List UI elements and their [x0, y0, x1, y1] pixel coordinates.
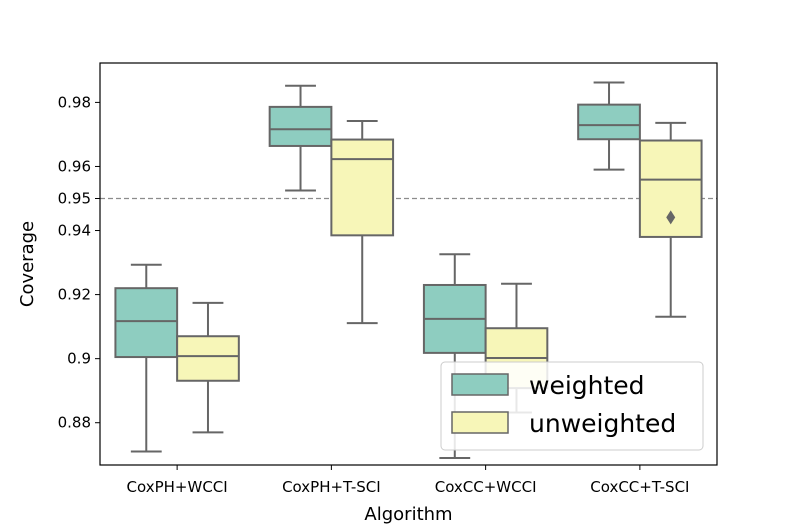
box-body — [114, 287, 179, 359]
box-unweighted — [638, 121, 703, 318]
x-tick-label: CoxPH+T-SCI — [282, 478, 381, 496]
box-unweighted — [176, 301, 240, 434]
box-weighted — [268, 84, 333, 192]
legend: weighted unweighted — [440, 361, 704, 451]
outlier-point — [666, 210, 676, 225]
x-axis-label: Algorithm — [364, 504, 452, 525]
legend-label-unweighted: unweighted — [529, 409, 676, 438]
box-weighted — [114, 263, 179, 453]
legend-swatch-unweighted — [451, 411, 509, 434]
box-body — [330, 138, 395, 237]
box-layer — [114, 81, 703, 459]
y-tick-label: 0.96 — [58, 157, 91, 175]
box-weighted — [422, 253, 487, 459]
legend-swatch-weighted — [451, 373, 509, 396]
y-tick-label: 0.92 — [58, 286, 91, 304]
plot-frame — [99, 62, 718, 466]
box-body — [577, 103, 641, 141]
y-tick-label: 0.94 — [58, 222, 91, 240]
legend-label-weighted: weighted — [529, 371, 645, 400]
x-tick-label: CoxCC+WCCI — [435, 478, 537, 496]
box-body — [268, 105, 333, 147]
y-axis-ticks: 0.88 0.9 0.92 0.94 0.95 0.96 0.98 — [58, 93, 100, 432]
x-tick-label: CoxCC+T-SCI — [590, 478, 689, 496]
y-tick-label: 0.95 — [58, 189, 91, 207]
y-axis-label: Coverage — [17, 221, 38, 307]
y-tick-label: 0.9 — [67, 350, 91, 368]
y-tick-label: 0.98 — [58, 93, 91, 111]
x-tick-label: CoxPH+WCCI — [127, 478, 228, 496]
x-axis-ticks: CoxPH+WCCI CoxPH+T-SCI CoxCC+WCCI CoxCC+T-S… — [127, 465, 689, 496]
box-unweighted — [330, 119, 395, 325]
y-tick-label: 0.88 — [58, 414, 91, 432]
box-weighted — [577, 81, 641, 171]
box-body — [176, 335, 240, 382]
